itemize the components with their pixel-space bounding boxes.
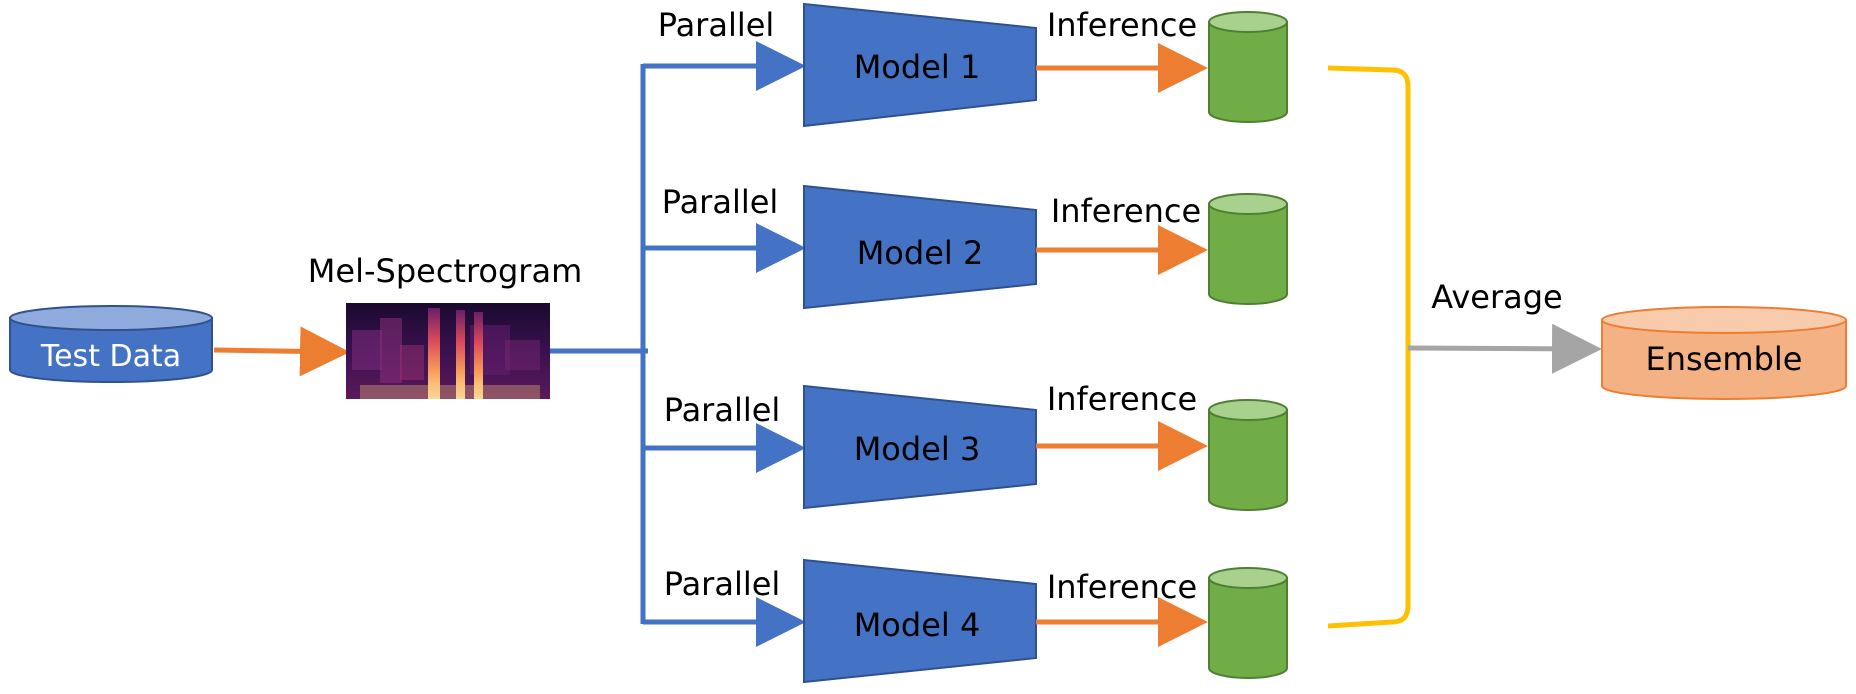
prediction-cylinder-4 (1208, 567, 1288, 679)
model-3-label: Model 3 (854, 430, 981, 468)
parallel-label-4: Parallel (664, 565, 781, 603)
model-1-block: Model 1 (803, 2, 1037, 128)
inference-label-1: Inference (1047, 6, 1197, 44)
prediction-cylinder-3 (1208, 399, 1288, 511)
mel-spectrogram-image (346, 303, 550, 399)
inference-label-3: Inference (1047, 380, 1197, 418)
input-arrow (213, 326, 350, 377)
prediction-cylinder-1 (1208, 11, 1288, 123)
model-3-block: Model 3 (803, 384, 1037, 510)
ensemble-cylinder: Ensemble (1601, 306, 1847, 400)
parallel-label-2: Parallel (662, 183, 779, 221)
model-2-block: Model 2 (803, 184, 1037, 310)
model-4-label: Model 4 (854, 606, 981, 644)
model-1-label: Model 1 (854, 48, 981, 86)
test-data-label: Test Data (40, 339, 181, 374)
model-4-block: Model 4 (803, 558, 1037, 684)
branch-connector (550, 64, 648, 624)
parallel-label-3: Parallel (664, 391, 781, 429)
prediction-cylinder-2 (1208, 193, 1288, 305)
average-arrow (1407, 323, 1602, 374)
average-bracket (1327, 65, 1411, 629)
test-data-cylinder: Test Data (9, 305, 213, 383)
ensemble-label: Ensemble (1646, 340, 1803, 378)
model-2-label: Model 2 (857, 234, 984, 272)
inference-label-4: Inference (1047, 568, 1197, 606)
parallel-label-1: Parallel (658, 6, 775, 44)
inference-label-2: Inference (1051, 192, 1201, 230)
mel-spectrogram-label: Mel-Spectrogram (308, 252, 582, 290)
average-label: Average (1431, 278, 1562, 316)
